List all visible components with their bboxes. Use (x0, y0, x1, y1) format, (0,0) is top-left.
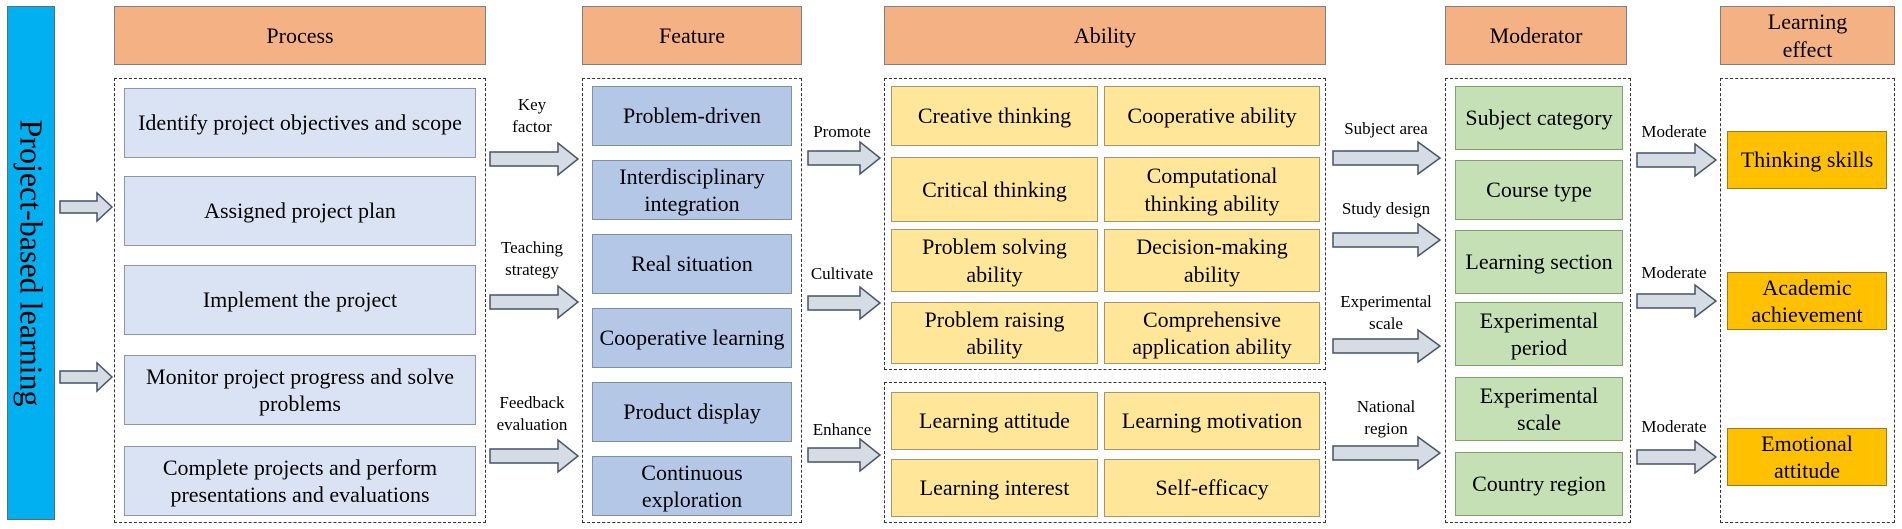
arrow-label: Moderate (1641, 263, 1707, 282)
feature-box: Problem-driven (592, 86, 792, 146)
arrow-label: National region (1356, 397, 1416, 439)
ability-box: Cooperative ability (1104, 86, 1320, 146)
ability-box: Problem raising ability (891, 302, 1098, 364)
feature-box: Real situation (592, 234, 792, 294)
header-moderator: Moderator (1445, 6, 1627, 65)
moderator-group (1445, 78, 1631, 523)
arrow (1332, 435, 1442, 471)
ability-affective-group (884, 382, 1326, 523)
arrow (59, 361, 114, 393)
ability-box: Comprehensive application ability (1104, 302, 1320, 364)
arrow-label: Key factor (512, 95, 552, 137)
ability-box: Critical thinking (891, 157, 1098, 222)
ability-cognitive-group (884, 78, 1326, 370)
process-step: Complete projects and perform presentati… (124, 446, 476, 516)
arrow-label: Cultivate (810, 264, 874, 283)
arrow-label: Moderate (1641, 417, 1707, 436)
arrow (1636, 439, 1718, 475)
arrow-label: Subject area (1344, 119, 1428, 138)
arrow (1332, 222, 1442, 258)
moderator-box: Subject category (1455, 86, 1623, 150)
header-ability: Ability (884, 6, 1326, 65)
arrow (807, 437, 882, 473)
effect-box: Academic achievement (1727, 272, 1887, 330)
ability-box: Problem solving ability (891, 229, 1098, 292)
arrow-label: Enhance (812, 420, 872, 439)
moderator-box: Experimental scale (1455, 377, 1623, 441)
arrow-label: Teaching strategy (500, 238, 564, 280)
ability-box: Learning motivation (1104, 392, 1320, 450)
arrow (1636, 142, 1718, 178)
process-step: Monitor project progress and solve probl… (124, 355, 476, 425)
header-process: Process (114, 6, 486, 65)
ability-box: Learning attitude (891, 392, 1098, 450)
arrow (59, 191, 114, 223)
process-step: Assigned project plan (124, 176, 476, 246)
arrow (1636, 283, 1718, 319)
arrow-label: Study design (1341, 199, 1431, 218)
ability-box: Computational thinking ability (1104, 157, 1320, 222)
ability-box: Creative thinking (891, 86, 1098, 146)
effect-group (1720, 78, 1895, 523)
arrow-label: Promote (813, 122, 871, 141)
feature-box: Cooperative learning (592, 308, 792, 368)
process-group (114, 78, 486, 523)
arrow-label: Feedback evaluation (496, 393, 568, 435)
effect-box: Emotional attitude (1727, 428, 1887, 486)
moderator-box: Course type (1455, 160, 1623, 220)
ability-box: Learning interest (891, 459, 1098, 517)
feature-box: Interdisciplinary integration (592, 160, 792, 220)
moderator-box: Experimental period (1455, 302, 1623, 366)
arrow (489, 438, 580, 474)
moderator-box: Country region (1455, 452, 1623, 516)
arrow (1332, 140, 1442, 176)
feature-box: Product display (592, 382, 792, 442)
ability-box: Self-efficacy (1104, 459, 1320, 517)
arrow-label: Moderate (1641, 122, 1707, 141)
arrow-label: Experimental scale (1340, 292, 1432, 334)
arrow (489, 141, 580, 177)
feature-box: Continuous exploration (592, 456, 792, 516)
arrow (807, 285, 882, 321)
header-learning-effect: Learning effect (1720, 6, 1895, 65)
process-step: Implement the project (124, 265, 476, 335)
side-title: Project-based learning (7, 6, 55, 520)
arrow (1332, 328, 1442, 364)
feature-group (582, 78, 802, 523)
ability-box: Decision-making ability (1104, 229, 1320, 292)
process-step: Identify project objectives and scope (124, 88, 476, 158)
moderator-box: Learning section (1455, 230, 1623, 294)
header-feature: Feature (582, 6, 802, 65)
arrow (807, 140, 882, 176)
arrow (489, 284, 580, 320)
effect-box: Thinking skills (1727, 131, 1887, 189)
